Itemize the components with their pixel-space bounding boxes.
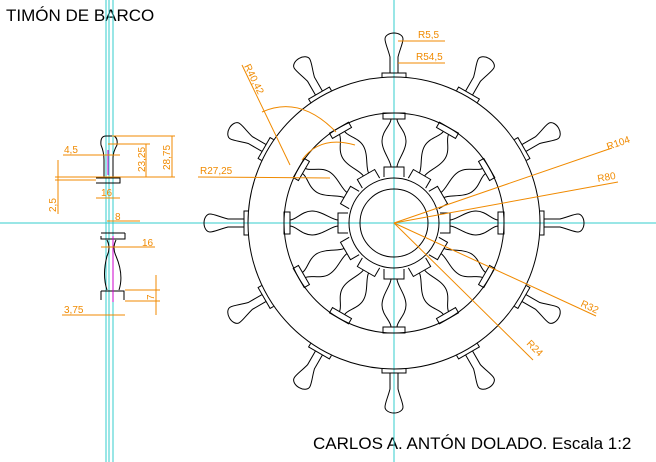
dim-line-r104 xyxy=(393,147,613,224)
inner-spoke xyxy=(428,157,496,210)
spoke-profile-view xyxy=(100,232,126,300)
dim-r27-25: R27,25 xyxy=(200,166,233,177)
dim-r104: R104 xyxy=(605,135,632,153)
inner-spoke xyxy=(283,210,348,236)
wheel-handle xyxy=(514,122,561,161)
dim-line-r80 xyxy=(393,181,619,224)
spoke-baluster xyxy=(104,239,122,291)
ship-wheel xyxy=(203,32,585,414)
dim-arc-r27-25 xyxy=(301,141,356,161)
wheel-handle xyxy=(456,56,495,103)
dim-8: 8 xyxy=(115,212,121,223)
dim-r32: R32 xyxy=(579,299,601,317)
wheel-handle xyxy=(293,56,332,103)
wheel-handle xyxy=(381,32,407,77)
inner-spoke xyxy=(381,269,407,334)
hub-outer-circle xyxy=(348,177,440,269)
dim-28-75: 28,75 xyxy=(162,145,173,170)
drawing-title: TIMÓN DE BARCO xyxy=(6,6,155,25)
dim-r80: R80 xyxy=(597,171,617,185)
inner-spoke xyxy=(292,157,360,210)
profile-dimensions xyxy=(55,135,175,316)
dim-7: 7 xyxy=(146,294,157,300)
spoke-bottom-block xyxy=(100,290,125,300)
wheel-handle xyxy=(540,210,585,236)
inner-spoke xyxy=(381,112,407,177)
dim-4-5: 4,5 xyxy=(64,145,78,156)
inner-spoke xyxy=(428,236,496,289)
dim-2-5: 2,5 xyxy=(48,198,59,212)
inner-spoke xyxy=(407,257,460,325)
inner-spoke xyxy=(328,121,381,189)
dim-line-r24 xyxy=(393,222,534,361)
dim-23-25: 23,25 xyxy=(137,147,148,172)
dim-line-r32 xyxy=(393,222,597,317)
wheel-handle xyxy=(293,343,332,390)
dim-16-bottom: 16 xyxy=(142,238,154,249)
author-scale-caption: CARLOS A. ANTÓN DOLADO. Escala 1:2 xyxy=(313,434,632,453)
dim-r5-5: R5,5 xyxy=(418,30,440,41)
dim-3-75: 3,75 xyxy=(64,305,84,316)
dim-r54-5: R54,5 xyxy=(416,52,443,63)
dim-line-r27-25 xyxy=(197,176,331,179)
wheel-handle xyxy=(227,285,274,324)
dim-arc-r40-42 xyxy=(261,106,337,133)
hub-inner-circle xyxy=(359,188,429,258)
dim-line-r40-42 xyxy=(241,64,291,166)
inner-spoke xyxy=(407,121,460,189)
inner-spoke xyxy=(328,257,381,325)
inner-spoke xyxy=(440,210,505,236)
dim-r40-42: R40,42 xyxy=(241,62,265,96)
handle-base xyxy=(96,177,121,184)
wheel-handle xyxy=(456,343,495,390)
inner-spoke xyxy=(292,236,360,289)
rim-outer-circle xyxy=(247,76,541,370)
wheel-handle xyxy=(227,122,274,161)
wheel-handle xyxy=(381,369,407,414)
handle-knob-outline xyxy=(100,135,118,178)
wheel-handle xyxy=(514,285,561,324)
dim-r24: R24 xyxy=(524,338,545,359)
wheel-dimensions xyxy=(197,40,619,361)
wheel-handle xyxy=(203,210,248,236)
dim-16-top: 16 xyxy=(101,188,113,199)
